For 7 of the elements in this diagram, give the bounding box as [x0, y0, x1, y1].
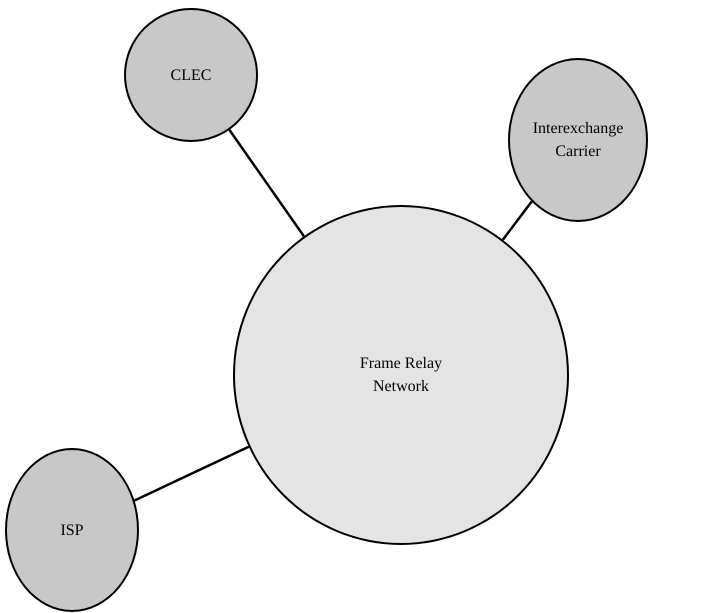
connector-line — [502, 200, 533, 241]
node-label: Interexchange Carrier — [532, 119, 624, 162]
node-label: Frame Relay Network — [358, 354, 444, 397]
connector-line — [228, 129, 305, 237]
node-label: CLEC — [170, 66, 212, 86]
connector-line — [134, 446, 250, 502]
node-label: ISP — [60, 520, 84, 540]
